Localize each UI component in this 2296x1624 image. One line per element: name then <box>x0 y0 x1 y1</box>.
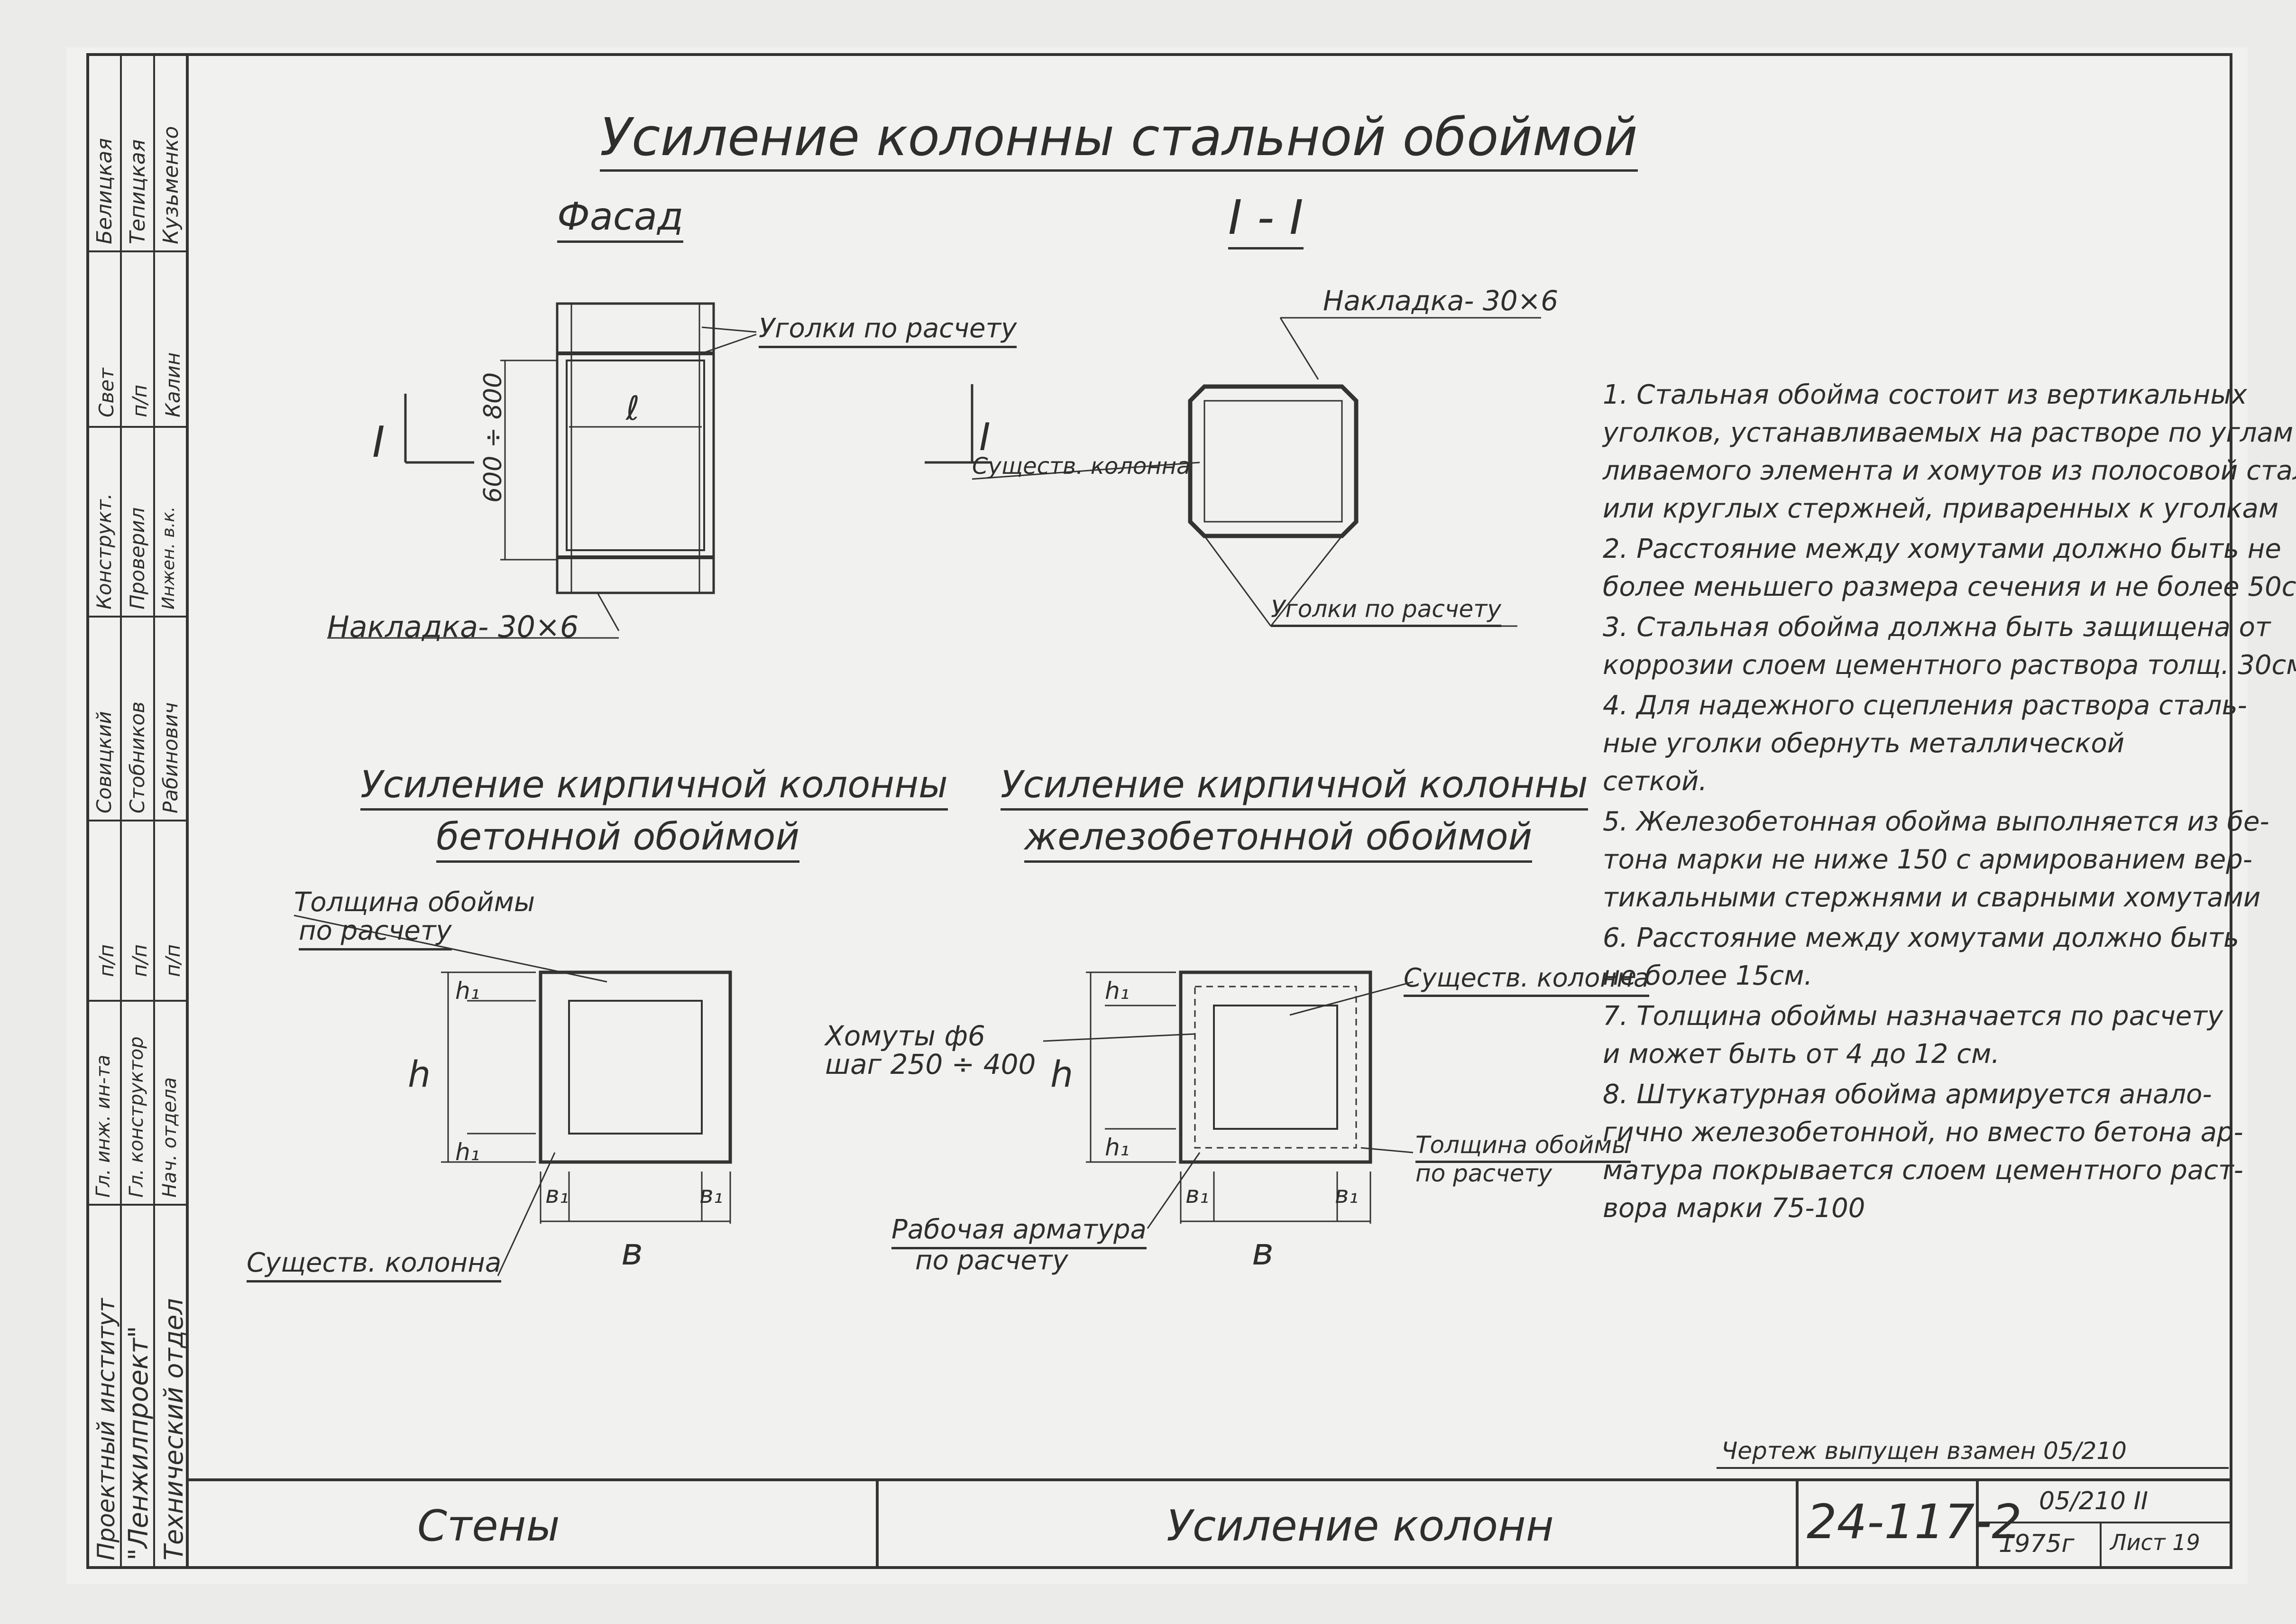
rc-thickness-label-1: Толщина обоймы <box>1415 1131 1631 1163</box>
concrete-existing-label: Существ. колонна <box>247 1247 502 1283</box>
stamp-sign-b: п/п <box>128 384 151 417</box>
facade-section-mark: I <box>372 417 385 467</box>
issued-note: Чертеж выпущен взамен 05/210 <box>1721 1437 2127 1465</box>
note-line: сеткой. <box>1603 766 1708 797</box>
rc-heading-line1: Усиление кирпичной колонны <box>1001 764 1588 811</box>
stamp-role-b: Инжен. в.к. <box>159 506 178 609</box>
note-line: вора марки 75-100 <box>1603 1193 1865 1224</box>
note-line: коррозии слоем цементного раствора толщ.… <box>1603 650 2296 681</box>
facade-drawing <box>327 302 757 639</box>
note-line: 2. Расстояние между хомутами должно быть… <box>1603 534 2281 564</box>
rc-b-label: в <box>1252 1231 1274 1273</box>
section-heading: I - I <box>1228 190 1304 249</box>
stamp-department: Технический отдел <box>159 1298 189 1560</box>
title-block-code: 24-117-2 <box>1807 1494 2022 1550</box>
rc-thickness-label-2: по расчету <box>1415 1160 1552 1187</box>
note-line: 3. Стальная обойма должна быть защищена … <box>1603 612 2271 643</box>
note-line: ные уголки обернуть металлической <box>1603 728 2125 759</box>
note-line: не более 15см. <box>1603 960 1813 991</box>
note-line: ливаемого элемента и хомутов из полосово… <box>1603 455 2296 486</box>
stamp-sign: п/п <box>95 944 118 977</box>
note-line: 6. Расстояние между хомутами должно быть <box>1603 923 2239 953</box>
rc-heading-line2: железобетонной обоймой <box>1024 816 1533 863</box>
facade-dim-label: 600 ÷ 800 <box>479 372 507 503</box>
note-line: 1. Стальная обойма состоит из вертикальн… <box>1603 379 2247 410</box>
section-existing-label: Существ. колонна <box>972 453 1191 480</box>
stamp-role: Гл. конструктор <box>126 1036 147 1198</box>
rc-rebar-label-2: по расчету <box>915 1245 1068 1276</box>
note-line: более меньшего размера сечения и не боле… <box>1603 572 2296 602</box>
concrete-h1-bottom: h₁ <box>455 1138 480 1166</box>
facade-heading: Фасад <box>557 194 684 243</box>
note-line: тона марки не ниже 150 с армированием ве… <box>1603 844 2252 875</box>
stamp-institute-1: Проектный институт <box>92 1298 120 1560</box>
stamp-role-b: Проверил <box>126 507 149 609</box>
note-line: 4. Для надежного сцепления раствора стал… <box>1603 690 2247 721</box>
rc-existing-label: Существ. колонна <box>1404 963 1649 997</box>
rc-stirrups-line1: Хомуты ф6 <box>825 1020 985 1052</box>
sheet-frame <box>86 53 2232 1569</box>
rc-b1-left: в₁ <box>1185 1181 1209 1209</box>
section-plate-label: Накладка- 30×6 <box>1323 285 1559 317</box>
concrete-heading-line2: бетонной обоймой <box>436 816 799 863</box>
facade-angles-label: Уголки по расчету <box>759 313 1017 348</box>
stamp-name: Стобников <box>126 701 149 813</box>
rc-stirrups-line2: шаг 250 ÷ 400 <box>825 1048 1036 1080</box>
title-block-ref: 05/210 II <box>2039 1487 2149 1515</box>
drawing-sheet <box>66 47 2248 1584</box>
note-line: гично железобетонной, но вместо бетона а… <box>1603 1117 2243 1148</box>
rc-jacket-drawing <box>1043 970 1414 1229</box>
concrete-h-label: h <box>408 1053 431 1095</box>
stamp-institute-2: "Ленжилпроект" <box>123 1326 154 1560</box>
rc-b1-right: в₁ <box>1335 1181 1359 1209</box>
stamp-name-b: Тепицкая <box>126 139 150 244</box>
concrete-jacket-drawing <box>294 914 732 1276</box>
concrete-b-label: в <box>621 1231 643 1273</box>
title-block-sheet: Лист 19 <box>2110 1530 2200 1555</box>
concrete-thickness-label-2: по расчету <box>299 915 452 950</box>
drawing-title: Усиление колонны стальной обоймой <box>600 107 1638 172</box>
concrete-b1-right: в₁ <box>699 1181 723 1209</box>
note-line: 5. Железобетонная обойма выполняется из … <box>1603 806 2269 837</box>
note-line: матура покрывается слоем цементного раст… <box>1603 1155 2243 1186</box>
stamp-name: Совицкий <box>92 711 116 813</box>
note-line: тикальными стержнями и сварными хомутами <box>1603 882 2261 913</box>
concrete-b1-left: в₁ <box>545 1181 569 1209</box>
title-block-name: Усиление колонн <box>1166 1501 1554 1551</box>
stamp-sign-b: Свет <box>95 368 118 417</box>
rc-rebar-label-1: Рабочая арматура <box>891 1214 1147 1249</box>
rc-h1-bottom: h₁ <box>1105 1134 1130 1161</box>
note-line: 7. Толщина обоймы назначается по расчету <box>1603 1001 2223 1032</box>
section-mark: I <box>979 415 991 459</box>
concrete-heading-line1: Усиление кирпичной колонны <box>360 764 948 811</box>
facade-plate-label: Накладка- 30×6 <box>327 609 579 644</box>
concrete-thickness-label-1: Толщина обоймы <box>294 887 535 918</box>
rc-h1-top: h₁ <box>1105 977 1130 1005</box>
stamp-sign: п/п <box>128 944 151 977</box>
stamp-name: Рабинович <box>159 702 182 813</box>
rc-h-label: h <box>1050 1053 1074 1095</box>
note-line: 8. Штукатурная обойма армируется анало- <box>1603 1079 2212 1110</box>
stamp-role-b: Конструкт. <box>92 493 116 609</box>
stamp-name-b: Белицкая <box>92 138 117 244</box>
stamp-sign-b: Калин <box>161 352 184 417</box>
title-block-section: Стены <box>417 1501 560 1551</box>
title-block-year: 1975г <box>1999 1530 2075 1558</box>
stamp-role: Нач. отдела <box>159 1077 181 1198</box>
stamp-sign: п/п <box>161 944 184 977</box>
note-line: уголков, устанавливаемых на растворе по … <box>1603 417 2296 448</box>
facade-l-label: ℓ <box>626 389 640 428</box>
stamp-role: Гл. инж. ин-та <box>92 1054 114 1198</box>
stamp-name-b: Кузьменко <box>159 126 183 244</box>
section-angles-label: Уголки по расчету <box>1271 595 1501 627</box>
note-line: или круглых стержней, приваренных к угол… <box>1603 493 2279 524</box>
note-line: и может быть от 4 до 12 см. <box>1603 1039 2000 1070</box>
concrete-h1-top: h₁ <box>455 977 480 1005</box>
